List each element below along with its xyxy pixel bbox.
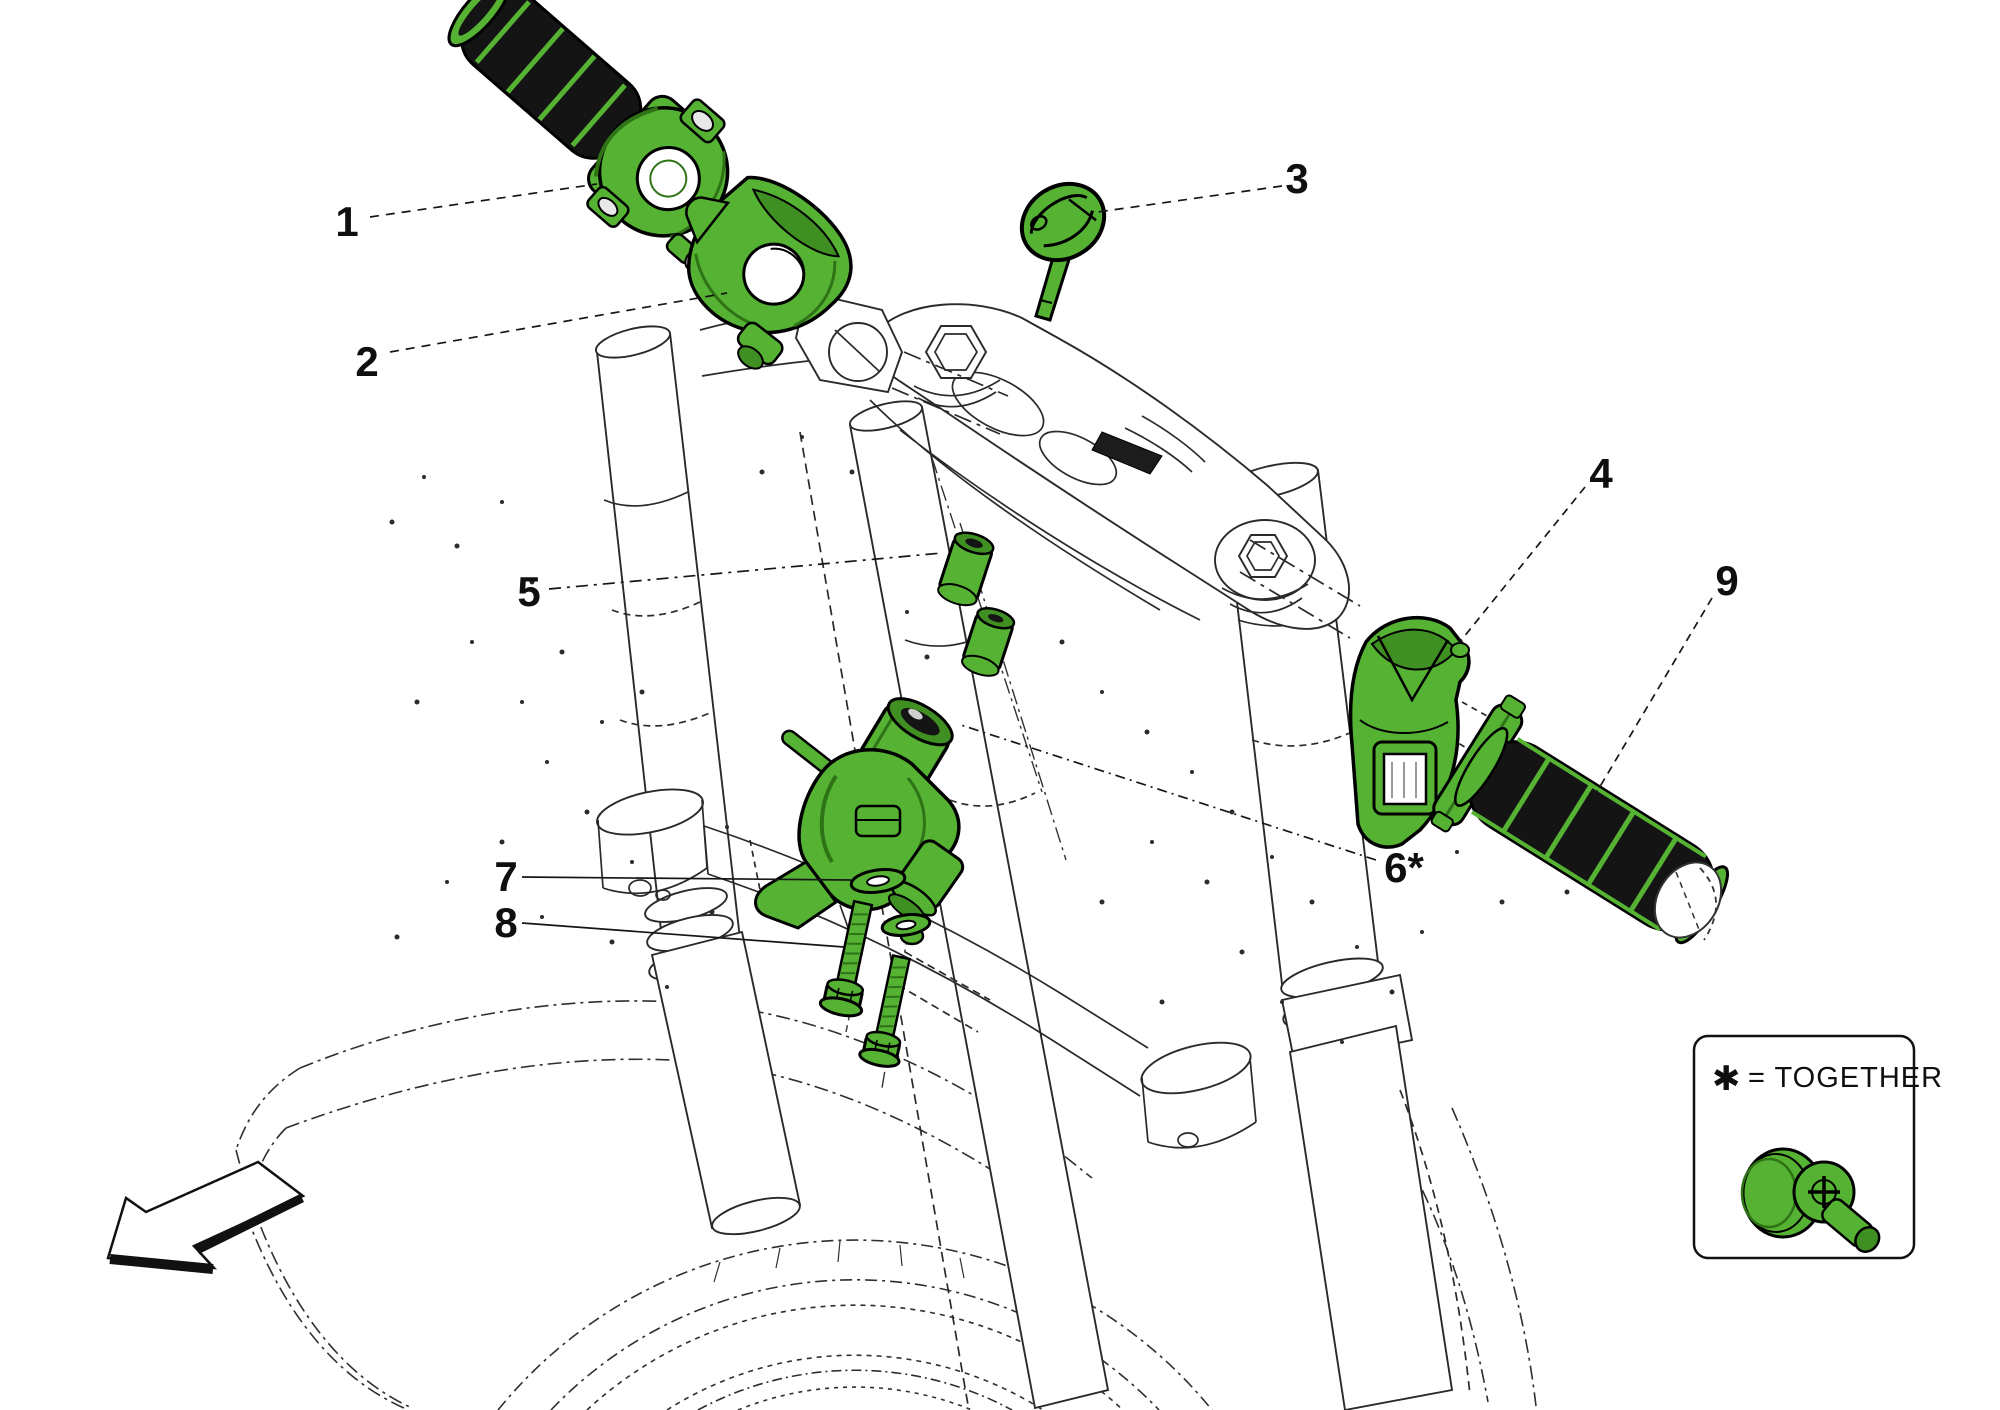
leader-line-5 (548, 552, 943, 590)
part-label-4: 4 (1589, 450, 1613, 497)
leader-lines (369, 183, 1713, 948)
legend-symbol: ✱ (1712, 1059, 1741, 1099)
part-7-washers (849, 867, 932, 937)
part-9-right-grip (1430, 694, 1730, 945)
legend-text: = TOGETHER (1748, 1062, 1943, 1094)
part-3-ignition-key (1019, 181, 1107, 322)
part-5-spacer-bushings (937, 531, 1016, 677)
part-label-3: 3 (1285, 155, 1308, 202)
legend-box: ✱ = TOGETHER (1692, 1034, 1943, 1260)
callout-labels: 1 2 3 4 5 6* 7 8 9 (335, 155, 1738, 946)
leader-line-2 (389, 292, 728, 353)
part-label-6: 6* (1384, 844, 1424, 891)
leader-line-1 (369, 183, 598, 218)
stipple-dots (389, 435, 1570, 1044)
part-4-right-switch-assembly (1348, 615, 1471, 849)
leader-line-7 (521, 876, 852, 881)
part-2-left-switch-assembly (685, 175, 853, 370)
bar-end-line-art (1653, 861, 1723, 939)
part-label-7: 7 (494, 853, 517, 900)
part-8-bolts (818, 899, 912, 1068)
steering-stem-hidden-line (799, 431, 969, 1406)
part-label-8: 8 (494, 899, 517, 946)
part-label-9: 9 (1715, 557, 1738, 604)
part-label-1: 1 (335, 198, 358, 245)
part-label-2: 2 (355, 338, 378, 385)
part-label-5: 5 (517, 568, 540, 615)
left-fork-leg-line-art (595, 325, 802, 1236)
legend-part-lock-cylinder-icon (1740, 1147, 1881, 1253)
leader-line-8 (521, 922, 845, 948)
leader-line-9 (1591, 597, 1713, 801)
direction-arrow (106, 1160, 306, 1274)
leader-line-3 (1097, 185, 1283, 213)
leader-line-4 (1458, 486, 1586, 644)
top-triple-clamp-line-art (699, 290, 1350, 630)
leader-line-6 (957, 723, 1377, 861)
part-6-ignition-lock-assembly (754, 697, 965, 946)
